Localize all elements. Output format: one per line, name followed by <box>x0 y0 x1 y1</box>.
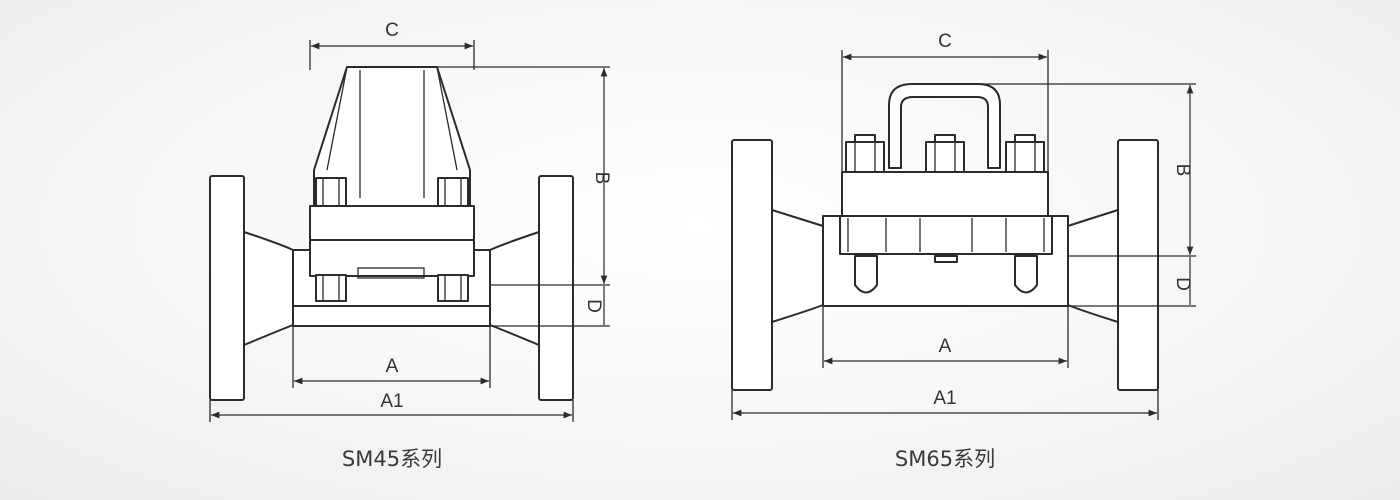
sm65-bolt-tip <box>854 255 878 294</box>
sm65-right-flange <box>1117 139 1159 391</box>
sm45-nut <box>437 274 469 302</box>
sm45-left-neck <box>243 231 294 346</box>
sm45-right-flange <box>538 175 574 401</box>
sm65-middle-block <box>839 215 1053 255</box>
sm45-cover-plate <box>309 205 475 241</box>
sm45-nut <box>315 274 347 302</box>
sm65-dim-b-label: B <box>1172 164 1193 177</box>
sm65-drawing: C B D A A1 SM65系列 <box>731 31 1196 471</box>
sm65-bolt-tip <box>1014 255 1038 294</box>
sm45-dim-a-label: A <box>386 356 399 377</box>
sm45-nut <box>437 177 469 207</box>
sm45-dim-d-label: D <box>583 299 604 313</box>
sm65-yoke-handle <box>888 83 1001 169</box>
sm65-nut <box>1005 141 1045 173</box>
sm45-nut <box>315 177 347 207</box>
sm65-nut <box>845 141 885 173</box>
sm45-slot <box>357 267 425 279</box>
sm65-dim-d-label: D <box>1172 277 1193 291</box>
sm45-drawing: C B D A A1 SM45系列 <box>209 20 612 471</box>
sm65-bolt-tip <box>934 255 958 263</box>
sm45-caption: SM45系列 <box>342 447 442 471</box>
sm65-left-neck <box>771 209 824 323</box>
sm45-base <box>292 305 491 327</box>
sm45-left-flange <box>209 175 245 401</box>
sm45-middle-block <box>309 239 475 277</box>
sm45-dim-b-label: B <box>591 172 612 185</box>
sm65-left-flange <box>731 139 773 391</box>
sm65-dim-a1-label: A1 <box>933 388 956 409</box>
sm65-nut <box>925 141 965 173</box>
sm45-right-neck <box>489 231 540 346</box>
sm65-cover-plate <box>841 171 1049 217</box>
sm65-right-neck <box>1067 209 1119 323</box>
sm45-dim-c-label: C <box>385 20 399 41</box>
sm65-dim-c-label: C <box>938 31 952 52</box>
sm65-caption: SM65系列 <box>895 447 995 471</box>
sm45-bonnet-ribs <box>326 66 458 198</box>
sm45-dim-a1-label: A1 <box>380 391 403 412</box>
sm65-dim-a-label: A <box>939 336 952 357</box>
